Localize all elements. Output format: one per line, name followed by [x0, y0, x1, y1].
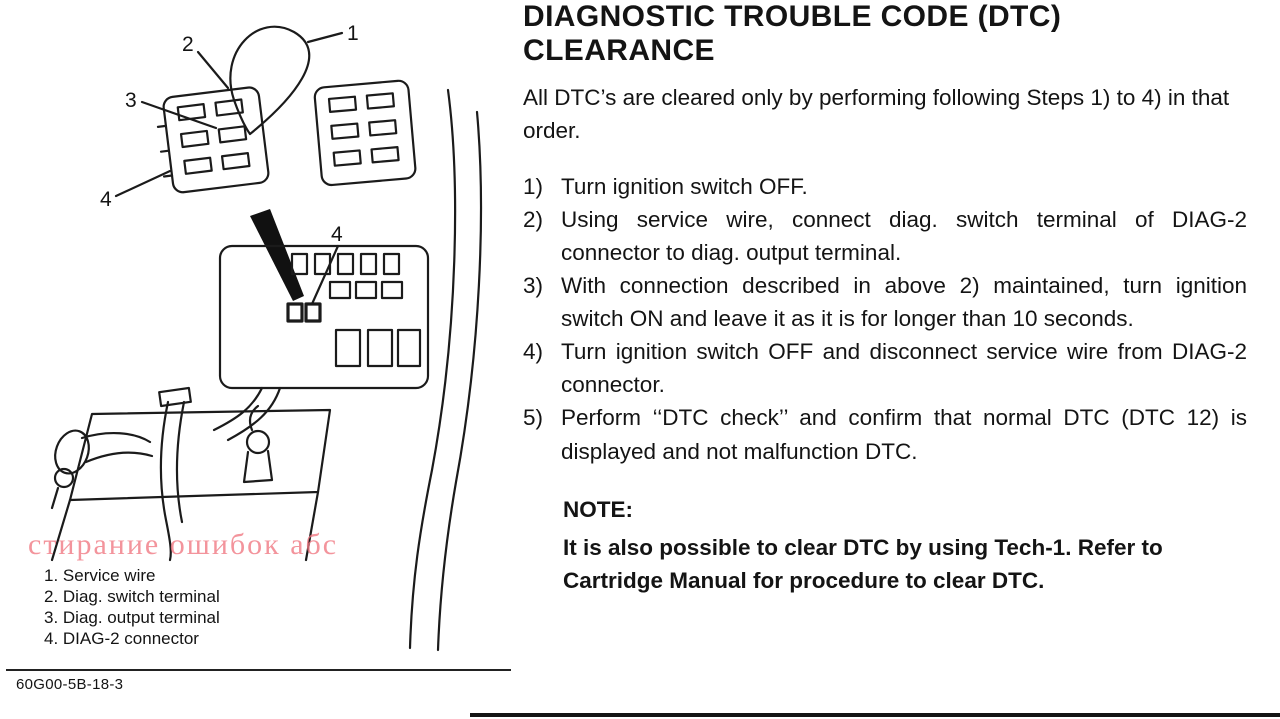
figure-legend: 1. Service wire 2. Diag. switch terminal…: [44, 566, 220, 650]
step-number: 1): [523, 174, 544, 199]
watermark-text: стирание ошибок абс: [28, 528, 339, 561]
harness-drawing: [50, 386, 332, 562]
note-heading: NOTE:: [563, 496, 633, 522]
step-text: Turn ignition switch OFF.: [561, 174, 808, 199]
page-title: DIAGNOSTIC TROUBLE CODE (DTC) CLEARANCE: [523, 0, 1247, 68]
callout-numbers: 1 2 3 4 4: [100, 22, 359, 246]
step-number: 4): [523, 339, 544, 365]
step-2: 2) Using service wire, connect diag. swi…: [523, 203, 1247, 269]
dtc-connector-diagram: 1 2 3 4 4: [50, 22, 483, 652]
step-1: 1) Turn ignition switch OFF.: [523, 170, 1247, 203]
legend-item-diag2-connector: 4. DIAG-2 connector: [44, 628, 199, 648]
step-4: 4) Turn ignition switch OFF and disconne…: [523, 335, 1247, 401]
callout-2: 2: [182, 33, 194, 56]
note-text: It is also possible to clear DTC by usin…: [563, 535, 1163, 593]
intro-paragraph: All DTC’s are cleared only by performing…: [523, 85, 1230, 144]
note-block: NOTE: It is also possible to clear DTC b…: [563, 494, 1247, 598]
callout-4: 4: [100, 188, 112, 211]
steps-list: 1) Turn ignition switch OFF. 2) Using se…: [523, 170, 1247, 468]
callout-1: 1: [347, 22, 359, 45]
diag2-connector-drawing: [156, 86, 270, 194]
bottom-rule: [470, 713, 1280, 717]
figure-divider-line: [6, 669, 511, 671]
step-number: 2): [523, 207, 544, 233]
figure-code: 60G00-5B-18-3: [16, 676, 124, 693]
text-column: DIAGNOSTIC TROUBLE CODE (DTC) CLEARANCE …: [523, 0, 1247, 597]
legend-item-service-wire: 1. Service wire: [44, 566, 156, 585]
step-text: Turn ignition switch OFF and disconnect …: [561, 339, 1247, 398]
legend-item-output-terminal: 3. Diag. output terminal: [44, 607, 220, 627]
legend-item-switch-terminal: 2. Diag. switch terminal: [44, 586, 220, 606]
step-number: 5): [523, 405, 544, 431]
step-text: Perform ‘‘DTC check’’ and confirm that n…: [561, 405, 1247, 464]
step-text: Using service wire, connect diag. switch…: [561, 207, 1247, 266]
step-3: 3) With connection described in above 2)…: [523, 269, 1247, 335]
page-title-line1: DIAGNOSTIC TROUBLE CODE (DTC): [523, 0, 1062, 33]
console-edge: [408, 88, 483, 652]
service-wire-loop: [229, 25, 311, 136]
step-5: 5) Perform ‘‘DTC check’’ and confirm tha…: [523, 401, 1247, 467]
step-number: 3): [523, 273, 544, 299]
pointer-arrow: [250, 209, 304, 301]
fuse-box-drawing: [218, 244, 430, 390]
page-title-line2: CLEARANCE: [523, 34, 715, 68]
figure-area: 1 2 3 4 4 стирание ошибок абс 1. Service…: [0, 0, 515, 719]
step-text: With connection described in above 2) ma…: [561, 273, 1247, 332]
callout-4b: 4: [331, 223, 343, 246]
callout-3: 3: [125, 89, 137, 112]
second-connector-drawing: [313, 79, 417, 187]
